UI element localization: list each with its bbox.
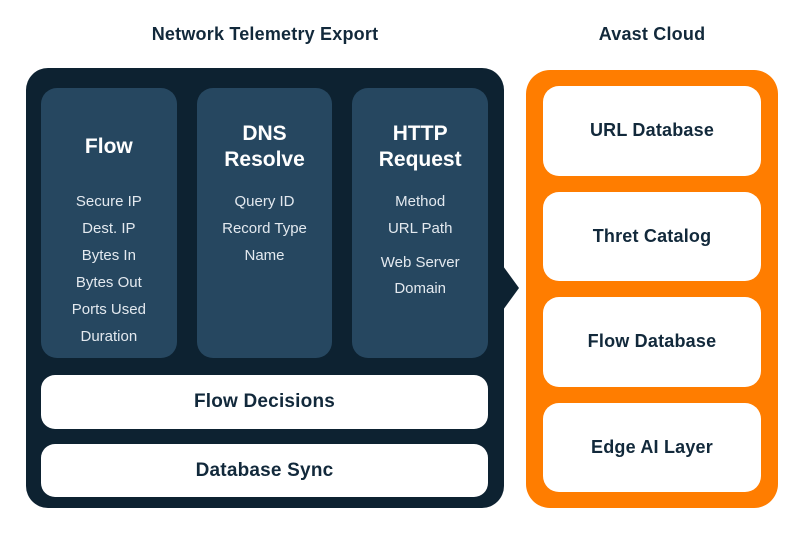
right-arrow-icon [503,266,519,310]
dns-resolve-column: DNS Resolve Query ID Record Type Name [196,88,333,358]
right-panel-title: Avast Cloud [598,24,706,44]
list-item: Method [395,193,446,210]
http-request-column-items: Method URL Path Web Server Domain [360,188,480,302]
list-item: Bytes In [81,247,136,264]
list-item: Secure IP [75,193,142,210]
list-item: Web Server Domain [380,254,460,297]
edge-ai-layer-card: Edge AI Layer [543,402,761,492]
list-item: Bytes Out [75,274,142,291]
list-item: Ports Used [71,301,146,318]
list-item: URL Path [387,220,453,237]
telemetry-columns: Flow Secure IP Dest. IP Bytes In Bytes O… [41,88,489,358]
flow-decisions-bar: Flow Decisions [41,375,488,429]
list-item: Name [244,247,285,264]
left-panel-title: Network Telemetry Export [151,24,379,44]
database-sync-bar: Database Sync [41,444,488,497]
network-telemetry-panel: Flow Secure IP Dest. IP Bytes In Bytes O… [26,68,504,508]
list-item: Query ID [234,193,295,210]
list-item: Dest. IP [82,220,136,237]
flow-column-items: Secure IP Dest. IP Bytes In Bytes Out Po… [49,188,169,350]
dns-resolve-column-items: Query ID Record Type Name [205,188,325,269]
flow-column-header: Flow [84,135,133,158]
avast-cloud-panel: URL Database Thret Catalog Flow Database… [526,70,778,508]
list-item: Duration [80,328,138,345]
http-request-column: HTTP Request Method URL Path Web Server … [352,88,489,358]
dns-resolve-column-header: DNS Resolve [224,122,305,171]
flow-database-card: Flow Database [543,297,761,387]
list-item: Record Type [222,220,307,237]
url-database-card: URL Database [543,86,761,176]
flow-column: Flow Secure IP Dest. IP Bytes In Bytes O… [41,88,177,358]
http-request-column-header: HTTP Request [378,122,462,171]
threat-catalog-card: Thret Catalog [543,191,761,281]
